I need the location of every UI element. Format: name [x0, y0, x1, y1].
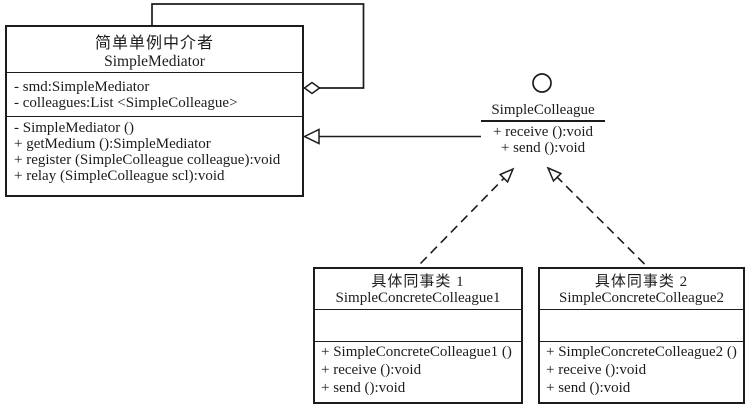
realization-arrowhead-icon-colleague1 — [498, 167, 515, 184]
method-line: + receive ():void — [546, 362, 647, 378]
class-title-section: 简单单例中介者 SimpleMediator — [7, 27, 302, 73]
class-box-simple-concrete-colleague1: 具体同事类 1 SimpleConcreteColleague1 + Simpl… — [313, 267, 523, 404]
method-line: + send ():void — [546, 380, 631, 396]
interface-method-line: + receive ():void — [492, 124, 594, 140]
attribute-line: - smd:SimpleMediator — [14, 79, 150, 95]
class-box-simple-mediator: 简单单例中介者 SimpleMediator - smd:SimpleMedia… — [5, 25, 304, 197]
class-attributes-section: - smd:SimpleMediator - colleagues:List <… — [7, 73, 302, 117]
interface-method-line: + send ():void — [500, 140, 586, 156]
interface-name: SimpleColleague — [491, 102, 595, 118]
attribute-line: - colleagues:List <SimpleColleague> — [14, 95, 238, 111]
aggregation-diamond-icon — [303, 81, 321, 95]
class-title-section: 具体同事类 2 SimpleConcreteColleague2 — [540, 269, 743, 310]
method-line: + SimpleConcreteColleague2 () — [546, 344, 737, 360]
class-methods-section: + SimpleConcreteColleague2 () + receive … — [540, 342, 743, 402]
class-box-simple-concrete-colleague2: 具体同事类 2 SimpleConcreteColleague2 + Simpl… — [538, 267, 745, 404]
interface-separator-line — [481, 120, 605, 124]
class-attributes-section-empty — [540, 310, 743, 342]
method-line: + getMedium ():SimpleMediator — [14, 136, 211, 152]
method-line: + SimpleConcreteColleague1 () — [321, 344, 512, 360]
method-line: + receive ():void — [321, 362, 422, 378]
class-methods-section: - SimpleMediator () + getMedium ():Simpl… — [7, 117, 302, 195]
class-title-en: SimpleConcreteColleague2 — [559, 290, 724, 306]
class-title-en: SimpleMediator — [104, 53, 205, 70]
method-line: - SimpleMediator () — [14, 120, 134, 136]
class-title-en: SimpleConcreteColleague1 — [335, 290, 501, 306]
realization-dashed-line-colleague2 — [556, 176, 646, 265]
generalization-arrowhead-icon — [302, 128, 320, 145]
interface-simple-colleague: SimpleColleague + receive ():void + send… — [481, 100, 605, 156]
interface-lollipop-circle-icon — [532, 73, 552, 93]
class-title-cn: 具体同事类 2 — [594, 274, 689, 290]
class-methods-section: + SimpleConcreteColleague1 () + receive … — [315, 342, 521, 402]
method-line: + relay (SimpleColleague scl):void — [14, 168, 225, 184]
method-line: + register (SimpleColleague colleague):v… — [14, 152, 281, 168]
realization-arrowhead-icon-colleague2 — [546, 166, 563, 183]
self-association-loop-line — [151, 3, 365, 89]
class-title-cn: 具体同事类 1 — [371, 274, 465, 290]
class-attributes-section-empty — [315, 310, 521, 342]
realization-dashed-line-colleague1 — [419, 177, 505, 265]
class-title-cn: 简单单例中介者 — [94, 35, 214, 52]
method-line: + send ():void — [321, 380, 406, 396]
class-title-section: 具体同事类 1 SimpleConcreteColleague1 — [315, 269, 521, 310]
